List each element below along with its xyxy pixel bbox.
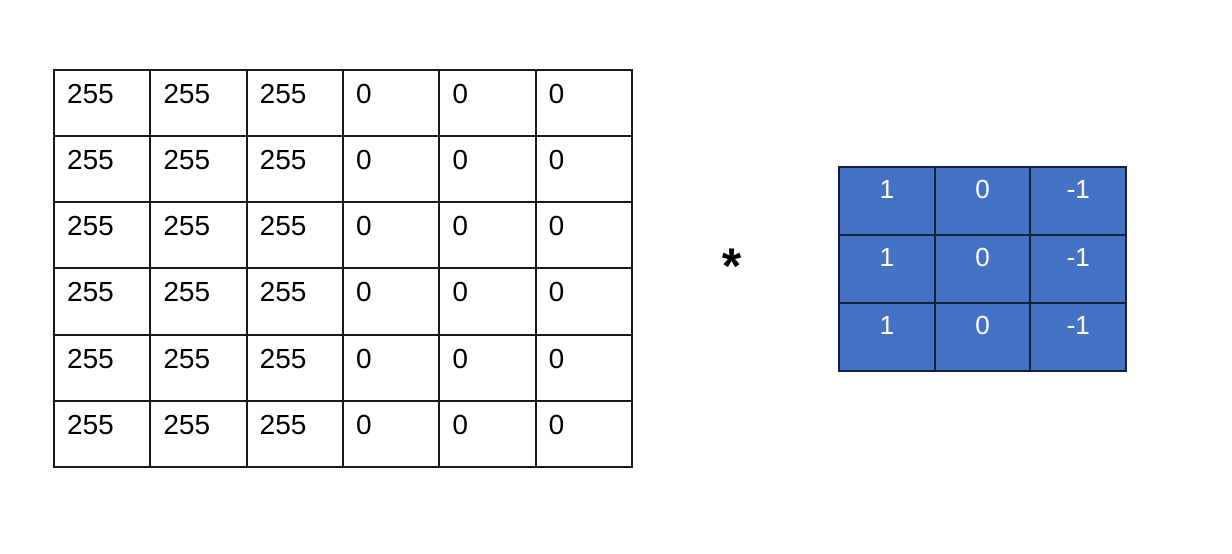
kernel-cell: 0 xyxy=(933,166,1032,236)
input-matrix-cell: 255 xyxy=(245,68,344,138)
input-matrix-cell: 0 xyxy=(534,135,634,204)
input-matrix-cell: 0 xyxy=(438,267,537,336)
input-matrix-cell: 0 xyxy=(534,267,634,336)
input-matrix-cell: 0 xyxy=(534,333,634,402)
kernel-cell: 1 xyxy=(838,166,936,236)
kernel-cell: -1 xyxy=(1029,302,1127,372)
input-matrix-cell: 0 xyxy=(341,333,441,402)
input-matrix-cell: 255 xyxy=(245,267,344,336)
input-matrix-cell: 255 xyxy=(245,135,344,204)
input-matrix-cell: 255 xyxy=(149,267,248,336)
input-matrix-cell: 255 xyxy=(149,68,248,138)
input-matrix-cell: 0 xyxy=(341,267,441,336)
input-matrix-cell: 255 xyxy=(149,399,248,469)
input-matrix-cell: 0 xyxy=(341,201,441,270)
input-matrix-cell: 255 xyxy=(149,333,248,402)
kernel-cell: 1 xyxy=(838,302,936,372)
input-matrix-cell: 0 xyxy=(341,399,441,469)
input-matrix-cell: 255 xyxy=(245,201,344,270)
input-matrix-cell: 0 xyxy=(438,201,537,270)
input-matrix-cell: 0 xyxy=(438,135,537,204)
kernel-cell: 0 xyxy=(933,234,1032,304)
input-matrix-cell: 255 xyxy=(52,333,152,402)
asterisk-symbol: * xyxy=(721,238,742,294)
input-matrix-cell: 255 xyxy=(149,201,248,270)
input-matrix-cell: 0 xyxy=(534,201,634,270)
kernel-cell: 0 xyxy=(933,302,1032,372)
input-matrix-cell: 0 xyxy=(438,399,537,469)
input-matrix-cell: 255 xyxy=(52,399,152,469)
input-matrix-cell: 255 xyxy=(52,68,152,138)
input-matrix-cell: 255 xyxy=(245,333,344,402)
input-matrix-cell: 255 xyxy=(52,267,152,336)
input-matrix-cell: 0 xyxy=(341,135,441,204)
input-matrix-cell: 255 xyxy=(52,201,152,270)
input-matrix-cell: 255 xyxy=(245,399,344,469)
input-matrix-cell: 0 xyxy=(534,68,634,138)
input-matrix-cell: 255 xyxy=(52,135,152,204)
kernel-cell: -1 xyxy=(1029,166,1127,236)
kernel-cell: -1 xyxy=(1029,234,1127,304)
convolution-operator: * xyxy=(705,222,758,296)
input-matrix-cell: 0 xyxy=(534,399,634,469)
input-matrix-cell: 0 xyxy=(438,333,537,402)
input-matrix-cell: 0 xyxy=(341,68,441,138)
kernel-cell: 1 xyxy=(838,234,936,304)
input-matrix-cell: 0 xyxy=(438,68,537,138)
input-matrix-cell: 255 xyxy=(149,135,248,204)
